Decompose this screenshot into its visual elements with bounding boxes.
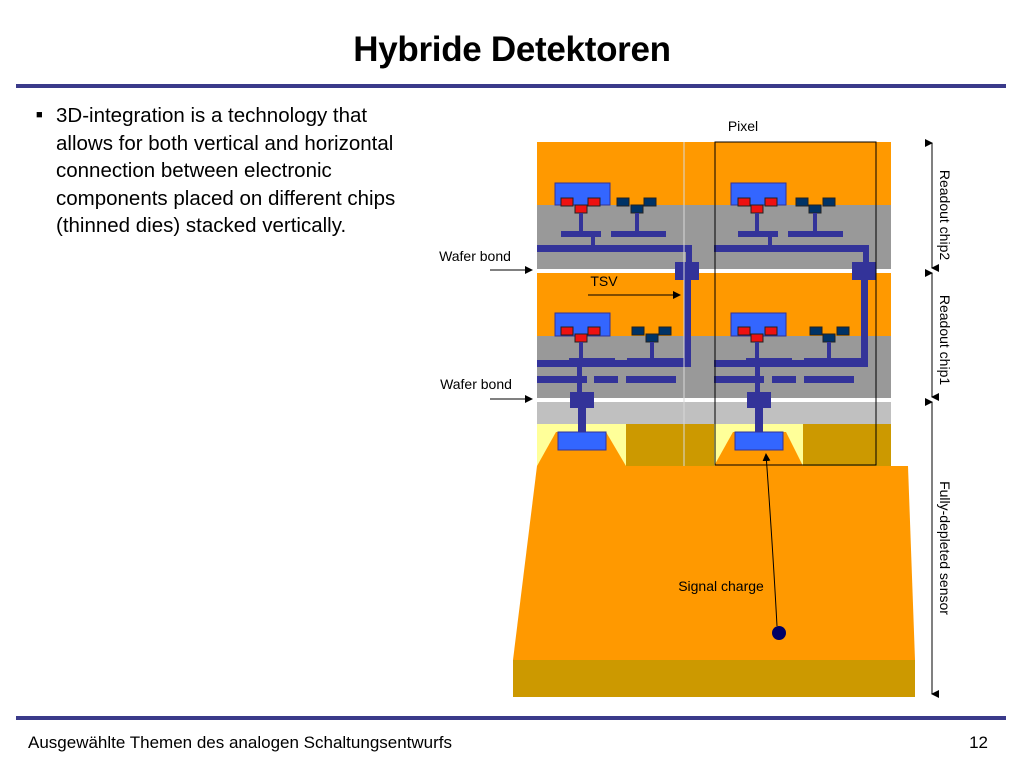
pixel-outline <box>714 141 877 466</box>
sensor-label: Fully-depleted sensor <box>937 481 953 615</box>
wafer-bond-line-lower <box>537 398 891 402</box>
signal-charge-label: Signal charge <box>678 578 764 594</box>
chip2-circuit-left <box>537 182 699 280</box>
signal-charge-path <box>762 453 778 627</box>
bullet-text: 3D-integration is a technology that allo… <box>56 104 396 238</box>
chip2-circuit-right <box>714 182 876 280</box>
square-bullet-icon: ■ <box>36 109 43 121</box>
bump-bond-left <box>557 392 607 451</box>
wafer-bond-lower-label: Wafer bond <box>440 376 512 392</box>
slide-title: Hybride Detektoren <box>353 30 671 69</box>
chip1-circuit-right <box>714 312 861 393</box>
footer-course-title: Ausgewählte Themen des analogen Schaltun… <box>28 733 453 752</box>
sensor-backplane <box>513 660 915 697</box>
pixel-label: Pixel <box>728 118 758 134</box>
footer-page-number: 12 <box>969 733 988 752</box>
wafer-bond-upper-label: Wafer bond <box>439 248 511 264</box>
sensor-surface-light <box>537 402 891 424</box>
sensor-bulk <box>513 466 915 660</box>
bump-bond-right <box>734 392 784 451</box>
wafer-bond-line-upper <box>537 269 891 273</box>
footer-divider <box>16 716 1006 720</box>
chip1-circuit-left <box>537 312 684 393</box>
readout-chip2-label: Readout chip2 <box>937 170 953 261</box>
tsv-label: TSV <box>590 273 618 289</box>
title-divider <box>16 84 1006 88</box>
signal-charge-dot <box>772 626 786 640</box>
readout-chip1-label: Readout chip1 <box>937 295 953 386</box>
